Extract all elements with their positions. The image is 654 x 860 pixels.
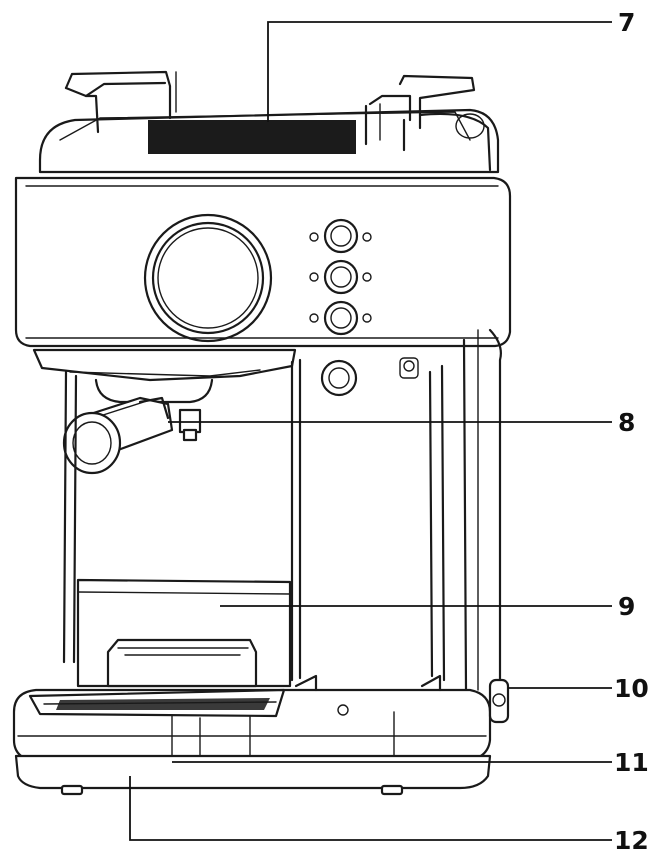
portafilter-handle	[62, 396, 174, 475]
callout-7: 7	[618, 8, 635, 37]
control-knob-2	[309, 259, 372, 295]
callout-8: 8	[618, 408, 635, 437]
machine-base	[14, 754, 492, 796]
control-panel	[14, 176, 512, 348]
pressure-gauge	[143, 213, 273, 343]
machine-frame	[62, 328, 502, 702]
power-switch	[488, 678, 510, 724]
top-lid	[38, 108, 500, 174]
cup-platform	[76, 578, 292, 688]
callout-9: 9	[618, 592, 635, 621]
right-handle	[364, 74, 476, 152]
callout-11: 11	[614, 748, 649, 777]
left-handle	[64, 70, 177, 134]
callout-labels: 7 8 9 10 11 12	[614, 8, 649, 855]
control-knob-1	[309, 218, 372, 254]
drip-tray	[12, 674, 492, 764]
grille-vent	[148, 120, 356, 154]
group-head	[32, 348, 297, 442]
callout-10: 10	[614, 674, 649, 703]
steam-valve	[320, 357, 419, 397]
leader-12	[129, 776, 612, 841]
control-knob-3	[309, 300, 372, 336]
leader-7	[267, 21, 612, 122]
callout-12: 12	[614, 826, 649, 855]
leader-lines	[129, 21, 612, 841]
